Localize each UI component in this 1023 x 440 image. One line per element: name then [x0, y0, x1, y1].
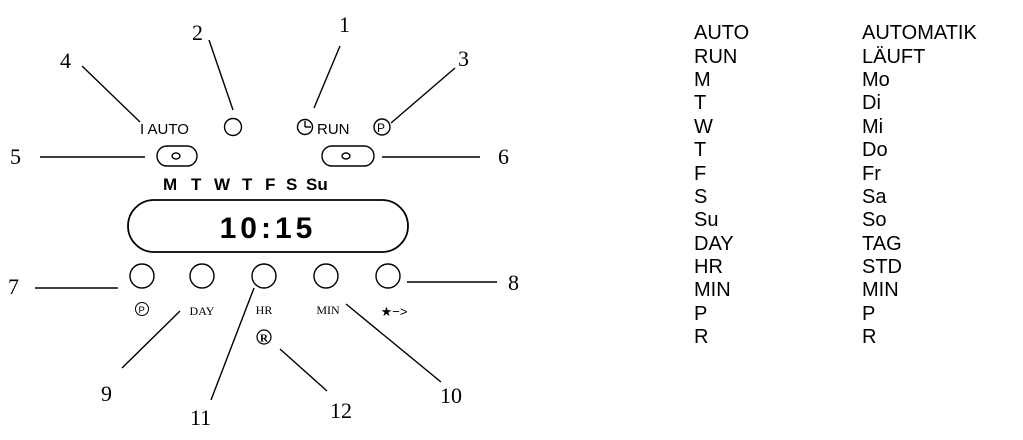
day-button-label: DAY [190, 304, 215, 318]
leader-line-4 [81, 65, 141, 123]
left-slide-switch[interactable] [156, 145, 198, 167]
right-switch-knob [341, 152, 351, 160]
legend-english-term: M [694, 68, 711, 91]
lcd-display [127, 199, 409, 253]
day-label-thu: T [242, 175, 253, 194]
legend-german-term: Sa [862, 185, 887, 208]
legend-german-term: Di [862, 92, 881, 115]
leader-line-3 [390, 67, 456, 124]
time-readout: 10:15 [220, 212, 317, 245]
leader-line-11 [210, 287, 255, 401]
legend-english-term: Su [694, 209, 719, 232]
p-symbol-icon-top [373, 118, 391, 136]
callout-6: 6 [498, 144, 509, 169]
auto-indicator-light [223, 117, 243, 137]
right-slide-switch[interactable] [321, 145, 375, 167]
day-label-sun: Su [306, 175, 328, 194]
legend-row: DAY TAG [694, 233, 1023, 256]
auto-label: I AUTO [140, 121, 189, 138]
legend-english-term: F [694, 162, 707, 185]
legend-german-term: P [862, 302, 876, 325]
legend-german-term: MIN [862, 279, 899, 302]
day-label-fri: F [265, 175, 275, 194]
legend-german-term: Do [862, 139, 888, 162]
p-symbol-icon-bottom [135, 302, 149, 316]
leader-line-10 [345, 303, 442, 383]
legend-english-term: P [694, 302, 708, 325]
legend-row: T Do [694, 139, 1023, 162]
legend-row: T Di [694, 92, 1023, 115]
star-arrow-label: ★−> [381, 304, 408, 319]
day-button[interactable] [189, 263, 215, 289]
callout-12: 12 [330, 398, 352, 423]
legend-row: S Sa [694, 186, 1023, 209]
timer-diagram: 1 2 3 4 5 6 7 8 9 10 11 12 I AUTO RUN P … [8, 12, 519, 430]
clock-icon [296, 118, 314, 136]
r-symbol-letter: R [260, 333, 269, 345]
legend-row: Su So [694, 209, 1023, 232]
legend-german-term: AUTOMATIK [862, 22, 977, 45]
day-label-sat: S [286, 175, 297, 194]
legend-row: F Fr [694, 162, 1023, 185]
program-button[interactable] [129, 263, 155, 289]
legend-row: RUN LÄUFT [694, 45, 1023, 68]
legend-german-term: Mi [862, 115, 884, 138]
legend-german-term: Mo [862, 68, 890, 91]
p-symbol-top-letter: P [377, 121, 385, 135]
legend-english-term: T [694, 92, 707, 115]
day-label-mon: M [163, 175, 177, 194]
callout-5: 5 [10, 144, 21, 169]
legend-english-term: HR [694, 256, 723, 279]
p-symbol-bottom-letter: P [139, 305, 145, 316]
legend-row: AUTO AUTOMATIK [694, 22, 1023, 45]
callout-1: 1 [339, 12, 350, 37]
callout-4: 4 [60, 48, 71, 73]
minute-button[interactable] [313, 263, 339, 289]
callout-7: 7 [8, 274, 19, 299]
day-label-wed: W [214, 175, 231, 194]
legend-row: M Mo [694, 69, 1023, 92]
leader-line-2 [208, 39, 234, 111]
legend-english-term: RUN [694, 45, 738, 68]
legend-english-term: W [694, 115, 713, 138]
legend-english-term: T [694, 139, 707, 162]
callout-8: 8 [508, 270, 519, 295]
r-symbol-icon [256, 329, 272, 345]
run-label: RUN [317, 121, 350, 138]
leader-line-9 [121, 310, 181, 369]
callout-11: 11 [190, 405, 211, 430]
legend-english-term: DAY [694, 232, 734, 255]
legend-row: W Mi [694, 116, 1023, 139]
callout-9: 9 [101, 381, 112, 406]
legend-english-term: MIN [694, 279, 731, 302]
legend-english-term: R [694, 326, 709, 349]
legend-german-term: So [862, 209, 887, 232]
leader-line-12 [279, 348, 328, 392]
legend-german-term: TAG [862, 232, 902, 255]
leader-line-1 [313, 45, 341, 109]
callout-2: 2 [192, 20, 203, 45]
legend-english-term: S [694, 185, 708, 208]
legend-german-term: STD [862, 256, 902, 279]
legend-english-term: AUTO [694, 22, 750, 45]
legend-german-term: Fr [862, 162, 881, 185]
callout-3: 3 [458, 46, 469, 71]
day-label-tue: T [191, 175, 202, 194]
left-switch-knob [171, 152, 181, 160]
min-button-label: MIN [316, 303, 340, 317]
hr-button-label: HR [256, 303, 273, 317]
legend-row: HR STD [694, 256, 1023, 279]
legend-german-term: R [862, 326, 877, 349]
callout-10: 10 [440, 383, 462, 408]
legend-german-term: LÄUFT [862, 45, 926, 68]
legend-row: MIN MIN [694, 279, 1023, 302]
star-button[interactable] [375, 263, 401, 289]
hour-button[interactable] [251, 263, 277, 289]
